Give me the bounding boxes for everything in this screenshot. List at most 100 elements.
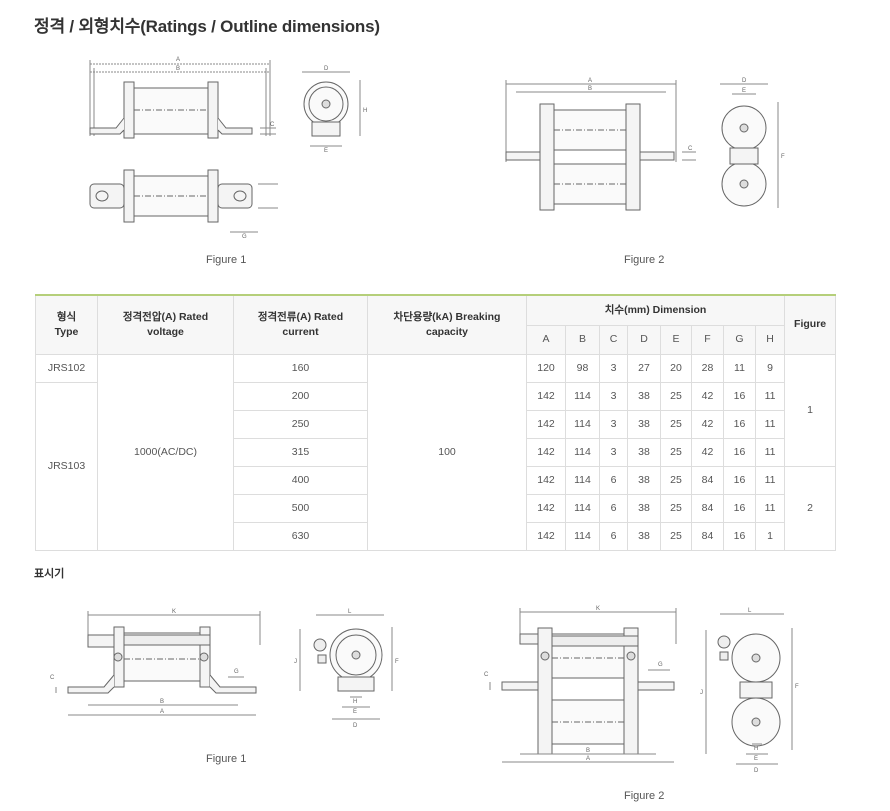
- dim-label-f4: F: [795, 684, 799, 690]
- cell-dim: 25: [660, 381, 692, 411]
- cell-dim: 42: [691, 437, 724, 467]
- bottom-figure-1-drawing: K G C B A L J F H E D: [50, 609, 399, 729]
- cell-figure: 1: [784, 353, 837, 467]
- cell-voltage: 1000(AC/DC): [97, 353, 234, 551]
- cell-dim: 11: [754, 493, 786, 523]
- dim-label-c3: C: [50, 675, 55, 681]
- cell-dim: 25: [660, 437, 692, 467]
- dim-label-c4: C: [484, 672, 489, 678]
- cell-dim: 6: [599, 493, 628, 523]
- dim-label-k4: K: [596, 606, 600, 612]
- bottom-figure-2-drawing: K G C B A L J F H E D: [484, 606, 799, 774]
- dim-label-b4: B: [586, 748, 590, 754]
- cell-dim: 11: [754, 437, 786, 467]
- dim-label-h3: H: [353, 699, 357, 705]
- dim-label-h: H: [363, 108, 367, 114]
- dim-label-j4: J: [700, 690, 703, 696]
- marking-section-title: 표시기: [34, 568, 65, 580]
- cell-dim: 38: [627, 521, 661, 551]
- cell-type: JRS103: [35, 381, 98, 551]
- dim-label-e3: E: [353, 709, 357, 715]
- cell-dim: 25: [660, 493, 692, 523]
- cell-dim: 114: [565, 521, 600, 551]
- cell-dim: 38: [627, 381, 661, 411]
- header-dim-a: A: [526, 324, 566, 355]
- cell-current: 160: [233, 353, 368, 383]
- top-figure-1-caption: Figure 1: [206, 254, 247, 266]
- dim-label-a3: A: [160, 709, 164, 715]
- cell-dim: 38: [627, 493, 661, 523]
- cell-dim: 142: [526, 409, 566, 439]
- header-dim-d: D: [627, 324, 661, 355]
- cell-dim: 114: [565, 465, 600, 495]
- cell-dim: 3: [599, 353, 628, 383]
- header-type: 형식 Type: [35, 294, 98, 355]
- dim-label-b: B: [176, 66, 180, 72]
- cell-type: JRS102: [35, 353, 98, 383]
- cell-dim: 142: [526, 465, 566, 495]
- top-figure-2-caption: Figure 2: [624, 254, 665, 266]
- cell-dim: 6: [599, 465, 628, 495]
- top-figure-1-drawing: A B C D H E G: [89, 57, 367, 240]
- dim-label-g4: G: [658, 662, 663, 668]
- cell-current: 400: [233, 465, 368, 495]
- cell-dim: 3: [599, 381, 628, 411]
- cell-dim: 142: [526, 437, 566, 467]
- cell-dim: 16: [723, 521, 756, 551]
- dim-label-g3: G: [234, 669, 239, 675]
- cell-dim: 114: [565, 437, 600, 467]
- dim-label-g: G: [242, 234, 247, 240]
- bottom-figure-2-caption: Figure 2: [624, 790, 665, 802]
- cell-dim: 16: [723, 437, 756, 467]
- cell-dim: 28: [691, 353, 724, 383]
- cell-dim: 3: [599, 437, 628, 467]
- table-row: 315 142 114 3 38 25 42 16 11: [36, 437, 836, 467]
- cell-dim: 142: [526, 381, 566, 411]
- cell-dim: 142: [526, 493, 566, 523]
- ratings-table: 형식 Type 정격전압(A) Rated voltage 정격전류(A) Ra…: [35, 294, 837, 551]
- page-title: 정격 / 외형치수(Ratings / Outline dimensions): [34, 17, 380, 36]
- dim-label-c2: C: [688, 146, 693, 152]
- dim-label-a4: A: [586, 756, 590, 762]
- cell-dim: 11: [754, 465, 786, 495]
- dim-label-b2: B: [588, 86, 592, 92]
- dim-label-l4: L: [748, 608, 752, 614]
- cell-dim: 16: [723, 409, 756, 439]
- dim-label-e4: E: [754, 756, 758, 762]
- cell-dim: 84: [691, 521, 724, 551]
- table-row: JRS103 200 142 114 3 38 25 42 16 11: [35, 381, 836, 551]
- dim-label-k: K: [172, 609, 176, 615]
- header-figure: Figure: [784, 294, 837, 355]
- header-dim-g: G: [723, 324, 756, 355]
- dim-label-d: D: [324, 66, 329, 72]
- cell-current: 630: [233, 521, 368, 551]
- dim-label-a: A: [176, 57, 180, 63]
- dim-label-a2: A: [588, 78, 592, 84]
- header-dim-b: B: [565, 324, 600, 355]
- cell-dim: 98: [565, 353, 600, 383]
- cell-dim: 84: [691, 465, 724, 495]
- cell-dim: 9: [754, 353, 786, 383]
- cell-dim: 27: [627, 353, 661, 383]
- cell-dim: 38: [627, 437, 661, 467]
- cell-breaking: 100: [367, 353, 527, 551]
- cell-dim: 84: [691, 493, 724, 523]
- cell-dim: 25: [660, 521, 692, 551]
- cell-dim: 16: [723, 381, 756, 411]
- cell-current: 315: [233, 437, 368, 467]
- cell-dim: 3: [599, 409, 628, 439]
- header-dim-e: E: [660, 324, 692, 355]
- cell-dim: 42: [691, 409, 724, 439]
- cell-dim: 11: [754, 409, 786, 439]
- dim-label-j: J: [294, 659, 297, 665]
- cell-dim: 114: [565, 381, 600, 411]
- cell-dim: 16: [723, 493, 756, 523]
- dim-label-l: L: [348, 609, 352, 615]
- cell-dim: 11: [754, 381, 786, 411]
- cell-dim: 16: [723, 465, 756, 495]
- top-figure-2-drawing: A B C D E F: [505, 78, 785, 211]
- dim-label-f3: F: [395, 659, 399, 665]
- cell-dim: 11: [723, 353, 756, 383]
- dim-label-d3: D: [353, 723, 358, 729]
- header-dimension: 치수(mm) Dimension: [525, 294, 786, 326]
